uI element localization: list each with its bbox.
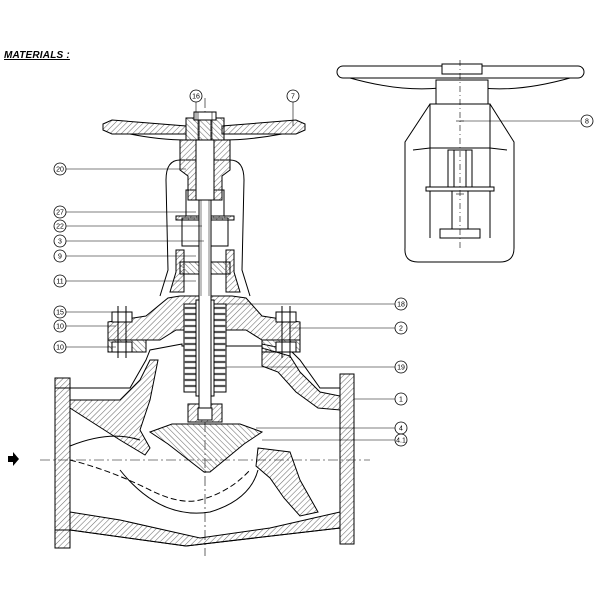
- callout-1: 1: [394, 392, 408, 406]
- callout-11: 11: [53, 274, 67, 288]
- callout-19: 19: [394, 360, 408, 374]
- svg-text:10: 10: [56, 324, 64, 331]
- svg-text:22: 22: [56, 224, 64, 231]
- handwheel-detail-view: [336, 60, 585, 263]
- svg-text:11: 11: [56, 279, 63, 286]
- globe-valve-section: [40, 98, 370, 556]
- callout-4-1: 4.1: [394, 433, 408, 447]
- detail-hub: [435, 79, 489, 105]
- callout-20: 20: [53, 162, 67, 176]
- svg-text:10: 10: [56, 345, 64, 352]
- right-bolt: [275, 306, 297, 358]
- detail-yoke-outline: [404, 103, 515, 263]
- svg-text:1: 1: [399, 397, 403, 404]
- svg-text:3: 3: [58, 239, 62, 246]
- svg-text:4.1: 4.1: [396, 438, 406, 445]
- valve-disc: [148, 423, 264, 473]
- seat-partition: [255, 447, 319, 517]
- callout-27: 27: [53, 205, 67, 219]
- handwheel-right: [221, 119, 306, 135]
- svg-text:4: 4: [399, 426, 403, 433]
- left-flange: [54, 387, 71, 531]
- svg-text:8: 8: [585, 119, 589, 126]
- svg-text:15: 15: [56, 310, 64, 317]
- svg-text:2: 2: [399, 326, 403, 333]
- callout-4: 4: [394, 421, 408, 435]
- svg-text:19: 19: [397, 365, 405, 372]
- materials-heading: MATERIALS :: [4, 50, 70, 61]
- handwheel-hub: [185, 117, 225, 141]
- callout-15: 15: [53, 305, 67, 319]
- leader-lines: [66, 102, 395, 441]
- top-nut: [193, 111, 217, 121]
- callouts: 16 7 8 20 27 22 3 9 11 18 15 10 2 10 19 …: [53, 89, 594, 447]
- svg-text:16: 16: [192, 94, 200, 101]
- callout-8: 8: [580, 114, 594, 128]
- flow-direction-arrow-icon: [8, 452, 19, 466]
- callout-18: 18: [394, 297, 408, 311]
- callout-16: 16: [189, 89, 203, 103]
- body-wall-upper-left: [69, 359, 159, 456]
- body-wall-right: [261, 347, 341, 411]
- svg-text:20: 20: [56, 167, 64, 174]
- svg-text:27: 27: [56, 210, 64, 217]
- detail-nut: [441, 63, 483, 75]
- right-flange: [339, 373, 355, 545]
- callout-10-lower: 10: [53, 340, 67, 354]
- callout-3: 3: [53, 234, 67, 248]
- callout-22: 22: [53, 219, 67, 233]
- svg-text:9: 9: [58, 254, 62, 261]
- svg-text:18: 18: [397, 302, 405, 309]
- callout-9: 9: [53, 249, 67, 263]
- callout-2: 2: [394, 321, 408, 335]
- callout-7: 7: [286, 89, 300, 103]
- svg-text:7: 7: [291, 94, 295, 101]
- body-wall-lower: [69, 511, 341, 547]
- handwheel-left: [102, 119, 187, 135]
- callout-10-upper: 10: [53, 319, 67, 333]
